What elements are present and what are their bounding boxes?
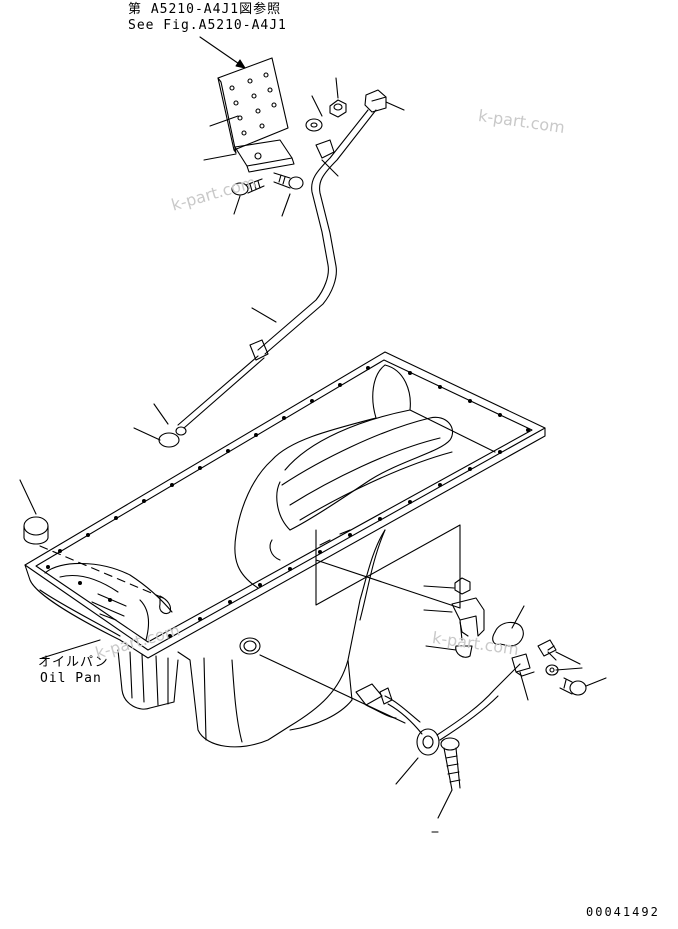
clamp <box>511 653 535 677</box>
oil-pan-label-english: Oil Pan <box>40 671 102 686</box>
harness-clip <box>492 621 524 647</box>
dipstick-cap <box>364 89 387 113</box>
oil-pan-interior <box>44 364 496 641</box>
oil-level-sensor <box>355 663 521 756</box>
dipstick-guide-tube <box>177 109 377 429</box>
connector <box>537 639 557 661</box>
clip-bracket <box>451 597 485 658</box>
reference-note-english: See Fig.A5210-A4J1 <box>128 18 287 33</box>
reference-arrow <box>199 36 246 69</box>
oil-pan-label-japanese: オイルパン <box>38 655 109 670</box>
bolt-left <box>231 178 265 196</box>
oil-pan-body <box>24 427 546 748</box>
bolt-right-lower <box>559 677 587 696</box>
gauge-bracket <box>234 139 295 173</box>
sensor-leader <box>259 654 406 724</box>
plug-dashed-line <box>39 545 169 601</box>
oil-pan-flange <box>24 351 546 651</box>
nut <box>329 99 347 118</box>
sensor-boss <box>239 637 261 655</box>
sensor-bolt <box>440 737 461 791</box>
nut-right <box>454 577 471 595</box>
plug <box>23 516 49 545</box>
washer <box>305 118 323 132</box>
mounting-plate <box>217 57 289 154</box>
figure-number: 00041492 <box>586 905 660 919</box>
bolt-right <box>273 172 304 190</box>
callout-leaders <box>19 77 607 833</box>
reference-note-japanese: 第 A5210-A4J1図参照 <box>128 2 282 17</box>
grommet <box>158 426 187 448</box>
